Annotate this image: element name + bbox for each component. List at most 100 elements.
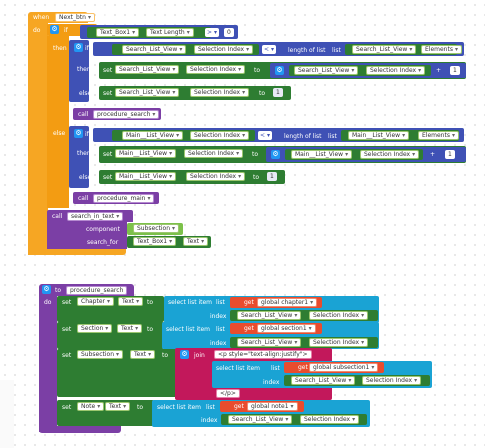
main-list-label: Main__List_View bbox=[119, 173, 168, 180]
search-list-dropdown[interactable]: Search_List_View▾ bbox=[115, 65, 180, 74]
less-than-operator[interactable]: < ▾ bbox=[262, 45, 276, 54]
selection-index-getter[interactable] bbox=[112, 130, 255, 141]
gear-icon[interactable]: ⚙ bbox=[180, 350, 189, 359]
text-prop-label: Text bbox=[134, 351, 147, 358]
text-length-dropdown[interactable]: Text Length▾ bbox=[146, 28, 194, 37]
global-section-dropdown[interactable]: global section1▾ bbox=[257, 324, 316, 333]
selection-index-dropdown[interactable]: Selection Index▾ bbox=[184, 149, 244, 158]
main-list-dropdown[interactable]: Main__List_View▾ bbox=[122, 131, 184, 140]
number-one[interactable]: 1 bbox=[267, 172, 277, 181]
main-list-dropdown[interactable]: Main__List_View▾ bbox=[115, 172, 177, 181]
selection-index-dropdown[interactable]: Selection Index▾ bbox=[190, 88, 250, 97]
event-component-dropdown[interactable]: Next_btn▾ bbox=[55, 13, 95, 22]
gear-icon[interactable]: ⚙ bbox=[50, 25, 59, 34]
plus-operator[interactable]: + bbox=[436, 67, 442, 74]
number-zero[interactable]: 0 bbox=[224, 28, 234, 37]
note-dropdown[interactable]: Note▾ bbox=[77, 402, 105, 411]
gear-icon[interactable]: ⚙ bbox=[74, 129, 83, 138]
selection-index-getter[interactable] bbox=[230, 310, 378, 321]
main-list-dropdown[interactable]: Main__List_View▾ bbox=[291, 150, 353, 159]
selection-index-dropdown[interactable]: Selection Index▾ bbox=[309, 338, 369, 347]
to-keyword: to bbox=[147, 326, 154, 333]
selection-index-getter[interactable] bbox=[230, 337, 378, 348]
click-event-name: Click bbox=[100, 14, 115, 21]
search-list-dropdown[interactable]: Search_List_View▾ bbox=[237, 338, 302, 347]
subsection-dropdown[interactable]: Subsection▾ bbox=[133, 224, 180, 233]
number-one[interactable]: 1 bbox=[273, 88, 283, 97]
if-keyword: if bbox=[85, 131, 89, 138]
chevron-down-icon: ▾ bbox=[135, 325, 139, 332]
text-prop-dropdown[interactable]: Text▾ bbox=[117, 324, 143, 333]
chevron-down-icon: ▾ bbox=[147, 195, 151, 202]
search-list-dropdown[interactable]: Search_List_View▾ bbox=[228, 415, 293, 424]
selection-index-dropdown[interactable]: Selection Index▾ bbox=[186, 172, 246, 181]
inner-if-search[interactable] bbox=[69, 40, 89, 102]
selection-index-getter[interactable] bbox=[285, 149, 423, 160]
search-list-dropdown[interactable]: Search_List_View▾ bbox=[352, 45, 417, 54]
global-note-dropdown[interactable]: global note1▾ bbox=[247, 402, 298, 411]
section-dropdown[interactable]: Section▾ bbox=[77, 324, 113, 333]
selection-index-label: Selection Index bbox=[190, 66, 237, 73]
selection-index-dropdown[interactable]: Selection Index▾ bbox=[362, 376, 422, 385]
selection-index-dropdown[interactable]: Selection Index▾ bbox=[360, 150, 420, 159]
search-list-dropdown[interactable]: Search_List_View▾ bbox=[237, 311, 302, 320]
search-list-dropdown[interactable]: Search_List_View▾ bbox=[294, 66, 359, 75]
index-label: index bbox=[201, 417, 218, 424]
text-prop-dropdown[interactable]: Text▾ bbox=[105, 402, 131, 411]
gear-icon[interactable]: ⚙ bbox=[74, 43, 83, 52]
p-close-string[interactable]: </p> bbox=[216, 389, 240, 398]
selection-index-dropdown[interactable]: Selection Index▾ bbox=[366, 66, 426, 75]
list-label: list bbox=[271, 365, 280, 372]
chevron-down-icon: ▾ bbox=[414, 377, 418, 384]
global-subsection-dropdown[interactable]: global subsection1▾ bbox=[309, 363, 379, 372]
gear-icon[interactable]: ⚙ bbox=[275, 66, 284, 75]
procedure-name-field[interactable]: procedure_search bbox=[66, 286, 128, 295]
selection-index-dropdown[interactable]: Selection Index▾ bbox=[309, 311, 369, 320]
text-prop-dropdown[interactable]: Text▾ bbox=[130, 350, 156, 359]
gear-icon[interactable]: ⚙ bbox=[271, 150, 280, 159]
chevron-down-icon: ▾ bbox=[97, 403, 101, 410]
chevron-down-icon: ▾ bbox=[348, 377, 352, 384]
global-chapter-dropdown[interactable]: global chapter1▾ bbox=[257, 298, 318, 307]
selection-index-getter[interactable] bbox=[284, 375, 430, 386]
elements-dropdown[interactable]: Elements▾ bbox=[421, 45, 462, 54]
search-list-label: Search_List_View bbox=[356, 46, 408, 53]
search-list-dropdown[interactable]: Search_List_View▾ bbox=[122, 45, 187, 54]
main-list-dropdown[interactable]: Main__List_View▾ bbox=[348, 131, 410, 140]
gear-icon[interactable]: ⚙ bbox=[42, 285, 51, 294]
selection-index-label: Selection Index bbox=[313, 312, 360, 319]
selection-index-dropdown[interactable]: Selection Index▾ bbox=[186, 65, 246, 74]
less-than-operator[interactable]: < ▾ bbox=[258, 131, 272, 140]
main-list-dropdown[interactable]: Main__List_View▾ bbox=[115, 149, 177, 158]
main-list-label: Main__List_View bbox=[352, 132, 401, 139]
number-one[interactable]: 1 bbox=[445, 150, 455, 159]
elements-dropdown[interactable]: Elements▾ bbox=[418, 131, 459, 140]
textbox1-dropdown[interactable]: Text_Box1▾ bbox=[96, 28, 140, 37]
search-list-dropdown[interactable]: Search_List_View▾ bbox=[291, 376, 356, 385]
chevron-down-icon: ▾ bbox=[451, 132, 455, 139]
textbox1-dropdown[interactable]: Text_Box1▾ bbox=[133, 237, 177, 246]
selection-index-dropdown[interactable]: Selection Index▾ bbox=[190, 131, 250, 140]
plus-operator[interactable]: + bbox=[430, 151, 436, 158]
selection-index-label: Selection Index bbox=[370, 67, 417, 74]
search-list-dropdown[interactable]: Search_List_View▾ bbox=[115, 88, 180, 97]
selection-index-getter[interactable] bbox=[289, 65, 431, 76]
procedure-search-dropdown[interactable]: procedure_search▾ bbox=[93, 110, 160, 119]
subsection-dropdown[interactable]: Subsection▾ bbox=[77, 350, 124, 359]
text-prop-dropdown[interactable]: Text▾ bbox=[118, 297, 144, 306]
number-one[interactable]: 1 bbox=[450, 66, 460, 75]
chevron-down-icon: ▾ bbox=[418, 67, 422, 74]
selection-index-dropdown[interactable]: Selection Index▾ bbox=[194, 45, 254, 54]
list-label: list bbox=[216, 326, 225, 333]
inner-if-main[interactable] bbox=[69, 126, 89, 188]
procedure-main-dropdown[interactable]: procedure_main▾ bbox=[93, 194, 155, 203]
greater-than-operator[interactable]: > ▾ bbox=[205, 28, 219, 37]
chapter-dropdown[interactable]: Chapter▾ bbox=[77, 297, 115, 306]
text-prop-dropdown[interactable]: Text▾ bbox=[183, 237, 209, 246]
selection-index-dropdown[interactable]: Selection Index▾ bbox=[300, 415, 360, 424]
chevron-down-icon: ▾ bbox=[172, 225, 176, 232]
chevron-down-icon: ▾ bbox=[308, 325, 312, 332]
p-open-string[interactable]: <p style="text-align:justify"> bbox=[214, 350, 312, 359]
selection-index-getter[interactable] bbox=[221, 414, 367, 425]
search-in-text-dropdown[interactable]: search_in_text▾ bbox=[67, 212, 124, 221]
